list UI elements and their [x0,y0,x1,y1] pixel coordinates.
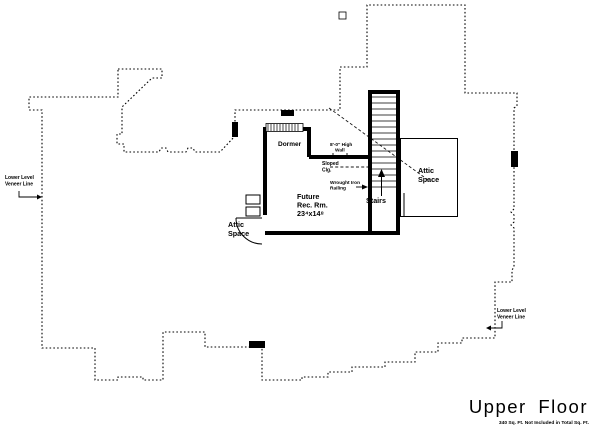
label-wrought-iron-line1: Wrought Iron [330,180,360,186]
door-swing-arc [235,217,263,245]
label-attic-right-line2: Space [418,175,439,184]
label-dormer: Dormer [278,141,302,148]
window-marker [281,110,294,116]
label-future-rec-room-dimensions: 23⁴x14⁸ [297,209,324,218]
sheet-title-note: 340 Sq. Ft. Not Included in Total Sq. Ft… [499,420,590,426]
label-high-wall-line1: 8'-0" High [330,142,352,148]
leader-lines [18,153,503,329]
label-attic-right-line1: Attic [418,166,434,175]
sloped-ceiling-dashed-line [328,107,429,181]
high-wall-bracket [332,153,348,157]
veneer-right-arrowhead [486,325,491,331]
window-markers [232,110,518,348]
label-sloped-clg-line1: Sloped [322,161,339,167]
label-future-rec-room-line2: Rec. Rm. [297,201,328,210]
window-marker [232,122,238,137]
label-sloped-clg-line2: Clg. [322,168,332,174]
label-stairs: Stairs [366,196,386,205]
attic-right-enclosure [400,138,458,217]
label-attic-left-line2: Space [228,229,249,238]
attic-access-panels [245,194,261,217]
veneer-left-arrowhead [37,194,42,200]
railing-arrowhead [362,184,368,190]
stairs-up-arrow [378,169,385,196]
label-wrought-iron-line2: Railing [330,186,346,192]
veneer-right-leader [491,321,503,329]
vent-marker [338,11,347,20]
label-future-rec-room-line1: Future [297,192,319,201]
label-veneer-left-line2: Veneer Line [5,182,33,188]
label-attic-left-line1: Attic [228,220,244,229]
label-veneer-right-line2: Veneer Line [497,315,525,321]
window-marker [511,151,518,167]
stair-treads [372,96,396,188]
veneer-left-leader [18,191,37,198]
label-veneer-left-line1: Lower Level [5,175,35,181]
door-swing [235,217,263,245]
label-high-wall-line2: Wall [335,148,345,154]
perimeter-veneer-outline [28,4,518,381]
label-veneer-right-line1: Lower Level [497,308,527,314]
window-marker [249,341,265,348]
dormer-window [265,123,304,132]
sheet-title: Upper Floor [469,396,588,417]
